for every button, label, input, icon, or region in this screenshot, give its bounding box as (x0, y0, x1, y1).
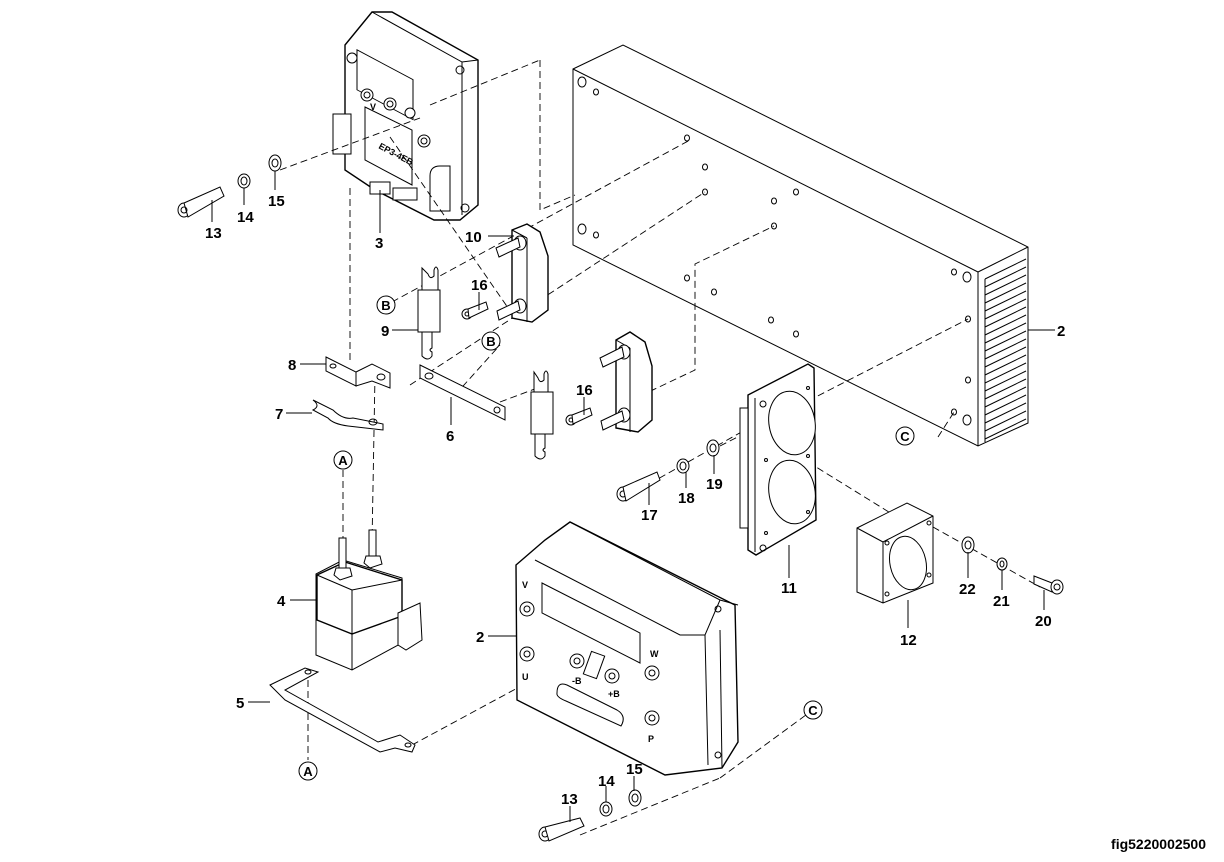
terminal-u-label: U (522, 672, 529, 682)
callout-2-heatsink: 2 (1057, 323, 1065, 340)
lock-washer-18 (676, 458, 690, 474)
lock-washer-14-top (237, 173, 251, 189)
contactor-4 (315, 529, 423, 671)
controller-bottom: V U W +B -B P (515, 521, 739, 776)
ref-marker-b-lower: B (481, 331, 501, 351)
heatsink-fins (984, 258, 1027, 442)
cap-screw-13-bottom (538, 817, 585, 842)
bracket-8 (325, 356, 391, 389)
figure-id: fig5220002500 (1111, 836, 1206, 852)
callout-16-upper: 16 (471, 277, 488, 294)
heatsink-holes (577, 76, 972, 426)
callout-10: 10 (465, 229, 482, 246)
ref-marker-c-heatsink: C (895, 426, 915, 446)
callout-13-top: 13 (205, 225, 222, 242)
callout-16-lower: 16 (576, 382, 593, 399)
fuse-holder-2 (599, 331, 653, 433)
callout-4: 4 (277, 593, 286, 610)
callout-14-top: 14 (237, 209, 254, 226)
ref-marker-c-controller: C (803, 700, 823, 720)
callout-5: 5 (236, 695, 244, 712)
bracket-5 (269, 667, 416, 753)
callout-9: 9 (381, 323, 389, 340)
callout-17: 17 (641, 507, 658, 524)
cap-screw-17 (616, 471, 661, 502)
terminal-w-label: W (650, 649, 659, 659)
callout-14-bottom: 14 (598, 773, 615, 790)
callout-21: 21 (993, 593, 1010, 610)
fan-housing-12 (856, 502, 934, 604)
reference-markers: B B A A C C (298, 295, 915, 781)
callout-15-bottom: 15 (626, 761, 643, 778)
callout-18: 18 (678, 490, 695, 507)
callout-8: 8 (288, 357, 296, 374)
lock-washer-21 (996, 557, 1008, 571)
ref-marker-a-upper: A (333, 450, 353, 470)
callout-numbers: 13 14 15 3 10 16 16 9 8 7 6 4 5 2 2 11 1… (205, 193, 1065, 808)
terminal-p-label: P (648, 734, 654, 744)
controller-top: EP3-4EB V (332, 11, 479, 221)
cap-screw-13-top (177, 186, 225, 218)
fuse-holder-10 (495, 223, 549, 323)
heatsink (572, 44, 1029, 447)
callout-15-top: 15 (268, 193, 285, 210)
ref-marker-a-lower: A (298, 761, 318, 781)
svg-text:B: B (486, 334, 495, 349)
terminal-v-label: V (370, 102, 376, 112)
terminal-bplus-label: +B (608, 689, 620, 699)
svg-text:A: A (338, 453, 348, 468)
svg-text:A: A (303, 764, 313, 779)
callout-20: 20 (1035, 613, 1052, 630)
callout-2-controller: 2 (476, 629, 484, 646)
washer-22 (961, 536, 975, 554)
callout-13-bottom: 13 (561, 791, 578, 808)
screw-16-lower (565, 407, 593, 426)
callout-7: 7 (275, 406, 283, 423)
svg-text:C: C (900, 429, 910, 444)
fuse-lower (530, 370, 554, 460)
washer-15-bottom (628, 789, 642, 807)
washer-19 (706, 439, 720, 457)
mounting-plate-11 (739, 363, 817, 556)
fuse-9 (417, 266, 441, 360)
cable-lug-7 (311, 399, 384, 431)
callout-22: 22 (959, 581, 976, 598)
svg-text:B: B (381, 298, 390, 313)
leader-lines (211, 171, 1055, 822)
svg-text:C: C (808, 703, 818, 718)
terminal-v-label-2: V (522, 580, 528, 590)
terminal-bminus-label: -B (572, 676, 582, 686)
lock-washer-14-bottom (599, 801, 613, 817)
callout-12: 12 (900, 632, 917, 649)
washer-15-top (268, 154, 282, 172)
bus-bar-6 (419, 364, 506, 421)
callout-6: 6 (446, 428, 454, 445)
screw-16-upper (461, 301, 489, 320)
ref-marker-b-upper: B (376, 295, 396, 315)
cap-screw-20 (1033, 575, 1064, 595)
callout-11: 11 (781, 580, 797, 597)
callout-3: 3 (375, 235, 383, 252)
callout-19: 19 (706, 476, 723, 493)
